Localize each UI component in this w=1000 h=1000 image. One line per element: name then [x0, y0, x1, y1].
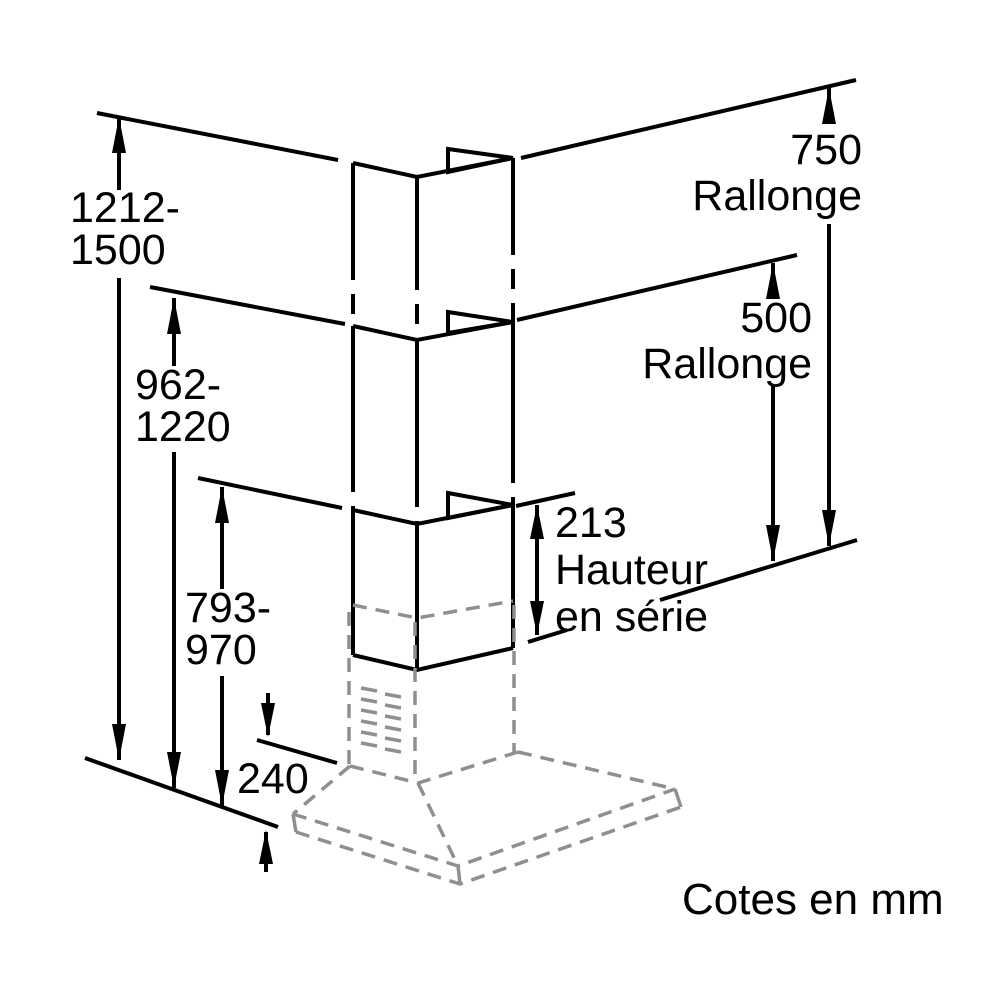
arrowhead: [766, 263, 780, 299]
arrowhead: [112, 117, 126, 153]
chimney-section-2: [351, 309, 515, 524]
vent-grille: [360, 686, 402, 754]
hood-rim-corner-front: [456, 865, 462, 885]
units-caption: Cotes en mm: [682, 875, 944, 924]
dim-height-total: [112, 117, 126, 760]
dim-label-height-total: 1212- 1500: [70, 184, 180, 274]
ref-tick-240-top: [256, 738, 338, 765]
ref-line-top-max: [96, 111, 339, 162]
dim-name: Rallonge: [642, 340, 812, 388]
mounting-bracket-triangle: [446, 146, 514, 175]
chimney-section-3-standard: [351, 490, 515, 673]
dim-value: 1212-: [70, 184, 180, 232]
mounting-bracket-triangle: [446, 309, 514, 336]
hood-canopy-top-edge: [349, 750, 519, 785]
dim-label-height-mid: 962- 1220: [135, 361, 231, 451]
arrowhead: [261, 703, 275, 737]
dim-value: 962-: [135, 361, 222, 409]
chimney-top-edge: [352, 156, 514, 180]
ref-line-hood-bottom-left: [84, 756, 279, 829]
arrowhead: [530, 505, 544, 539]
dim-value: 213: [555, 499, 627, 547]
hood-rim-corner-right: [673, 788, 683, 808]
dim-hood-height-240: [259, 693, 275, 872]
dim-extension-750: [822, 88, 836, 546]
hood-rim-bottom-edge: [295, 805, 682, 886]
hood-rim-corner-left: [291, 813, 298, 833]
arrowhead: [167, 298, 181, 334]
mounting-bracket-triangle: [446, 490, 514, 521]
dim-chimney-standard-213: [530, 505, 544, 635]
ref-line-low: [197, 476, 343, 510]
ref-tick-213-bottom: [527, 628, 568, 644]
ref-tick-213-top: [515, 491, 576, 508]
dim-value: 500: [740, 294, 812, 342]
hood-rim-top-edge: [292, 787, 676, 868]
hood-hidden-outline: [291, 599, 683, 886]
dim-height-mid: [167, 298, 181, 788]
dim-value: 1220: [135, 403, 231, 451]
arrowhead: [530, 601, 544, 635]
dim-name: Rallonge: [692, 172, 862, 220]
arrowhead: [766, 525, 780, 561]
dim-label-hood-height: 240: [237, 755, 309, 803]
dim-label-extension-750: 750 Rallonge: [600, 127, 862, 219]
arrowhead: [112, 724, 126, 760]
ref-line-750-top: [520, 78, 857, 160]
arrowhead: [822, 510, 836, 546]
hood-chimney-rim-hidden: [352, 599, 514, 620]
dim-extension-500: [766, 263, 780, 561]
dim-height-low: [215, 487, 229, 806]
dim-value: 970: [185, 626, 257, 674]
ref-line-hood-top-right: [659, 538, 858, 602]
dim-label-extension-500: 500 Rallonge: [600, 295, 812, 387]
arrowhead: [167, 752, 181, 788]
arrowhead: [259, 830, 273, 864]
hood-canopy-slope-right: [517, 750, 676, 791]
dim-value: 1500: [70, 226, 166, 274]
ref-line-mid: [149, 285, 346, 326]
dim-name: en série: [555, 593, 708, 641]
dim-value: 793-: [185, 584, 272, 632]
arrowhead: [215, 487, 229, 523]
chimney-section-1: [351, 146, 515, 340]
arrowhead: [822, 88, 836, 124]
dim-value: 750: [790, 126, 862, 174]
dim-label-height-low: 793- 970: [185, 584, 272, 674]
hood-canopy-slope-left: [291, 764, 352, 816]
dim-value: 240: [237, 755, 309, 803]
ref-line-500-top: [516, 253, 798, 322]
reference-lines: [84, 78, 858, 829]
dim-name: Hauteur: [555, 546, 708, 594]
hood-canopy-slope-front: [416, 782, 460, 867]
dim-label-chimney-standard: 213 Hauteur en série: [555, 500, 708, 641]
arrowhead: [215, 770, 229, 806]
chimney-bottom-edge: [352, 646, 514, 673]
